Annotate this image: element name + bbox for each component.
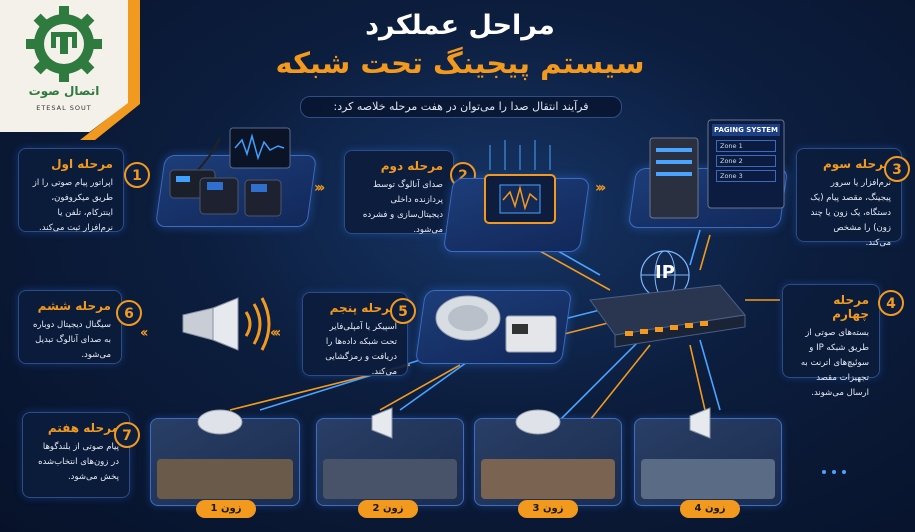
server-illustration	[649, 119, 785, 219]
step-title: مرحله پنجم	[329, 301, 397, 315]
step-number-4: 4	[878, 290, 904, 316]
screen-zone-1: Zone 1	[716, 140, 776, 152]
zone-label-2: زون 2	[358, 500, 418, 518]
decor-dot	[832, 470, 836, 474]
ceiling-speaker-icon	[435, 295, 501, 341]
ceiling-speaker-icon	[197, 409, 561, 435]
step-number-1: 1	[124, 162, 150, 188]
brand-name-fa: اتصال صوت	[28, 84, 100, 98]
zone-speakers	[197, 407, 711, 439]
step-description: بسته‌های صوتی از طریق شبکه IP و سوئیچ‌ها…	[800, 328, 869, 398]
step-title: مرحله اول	[51, 157, 113, 171]
gear-logo-icon	[26, 6, 102, 82]
network-switch-icon	[589, 250, 746, 348]
step-description: پیام صوتی از بلندگوها در زون‌های انتخاب‌…	[38, 442, 119, 482]
step-title: مرحله دوم	[380, 159, 443, 173]
step-card-6: مرحله ششم سیگنال دیجیتال دوباره به صدای …	[18, 290, 122, 364]
step-number-3: 3	[884, 156, 910, 182]
brand-logo: اتصال صوت ETESAL SOUT	[0, 0, 128, 132]
monitor-icon	[229, 127, 291, 169]
horn-speaker-icon	[371, 407, 711, 439]
step-title: مرحله ششم	[37, 299, 111, 313]
amplifier-icon	[505, 315, 557, 353]
subtitle-pill: فرآیند انتقال صدا را می‌توان در هفت مرحل…	[300, 96, 622, 118]
step-description: اسپیکر یا آمپلی‌فایر تحت شبکه داده‌ها را…	[325, 322, 397, 377]
step-description: نرم‌افزار یا سرور پیجینگ، مقصد پیام (یک …	[810, 178, 891, 248]
brand-name-en: ETESAL SOUT	[36, 104, 92, 112]
server-icon	[649, 137, 699, 219]
step-card-1: مرحله اول اپراتور پیام صوتی را از طریق م…	[18, 148, 124, 233]
page-title-line1: مراحل عملکرد	[365, 10, 555, 41]
step-title: مرحله هفتم	[47, 421, 119, 435]
screen-zone-3: Zone 3	[716, 170, 776, 182]
flow-arrow-1: ›››	[314, 180, 325, 196]
monitor-icon	[707, 119, 785, 209]
zone-label-1: زون 1	[196, 500, 256, 518]
step-description: سیگنال دیجیتال دوباره به صدای آنالوگ تبد…	[32, 320, 111, 360]
phone-icon	[199, 177, 282, 217]
step-card-4: مرحله چهارم بسته‌های صوتی از طریق شبکه I…	[782, 284, 880, 398]
zone-label-3: زون 3	[518, 500, 578, 518]
paging-screen-title: PAGING SYSTEM	[712, 124, 780, 136]
step-number-7: 7	[114, 422, 140, 448]
screen-zone-2: Zone 2	[716, 155, 776, 167]
flow-arrow-5: ‹‹‹	[270, 325, 281, 341]
console-illustration	[169, 127, 291, 217]
flow-arrow-2: ›››	[595, 180, 606, 196]
step-number-6: 6	[116, 300, 142, 326]
decor-dot	[842, 470, 846, 474]
switch-ip-label: IP	[655, 262, 675, 283]
step-title: مرحله سوم	[822, 157, 891, 171]
step-card-7: مرحله هفتم پیام صوتی از بلندگوها در زون‌…	[22, 412, 130, 498]
receiver-illustration	[435, 295, 557, 353]
page-title-line2: سیستم پیجینگ تحت شبکه	[275, 46, 645, 80]
zone-cafe	[474, 418, 622, 506]
paging-screen: PAGING SYSTEM Zone 1 Zone 2 Zone 3	[712, 124, 780, 204]
flow-arrow-6: ‹‹	[140, 325, 148, 341]
step-number-5: 5	[390, 298, 416, 324]
step-card-2: مرحله دوم صدای آنالوگ توسط پردازنده داخل…	[344, 150, 454, 235]
chip-icon	[484, 140, 556, 224]
decor-dot	[822, 470, 826, 474]
horn-speaker-icon	[182, 297, 271, 351]
step-title: مرحله چهارم	[832, 293, 869, 321]
step-description: اپراتور پیام صوتی را از طریق میکروفون، ا…	[32, 178, 113, 233]
step-description: صدای آنالوگ توسط پردازنده داخلی دیجیتال‌…	[362, 180, 443, 235]
zone-label-4: زون 4	[680, 500, 740, 518]
